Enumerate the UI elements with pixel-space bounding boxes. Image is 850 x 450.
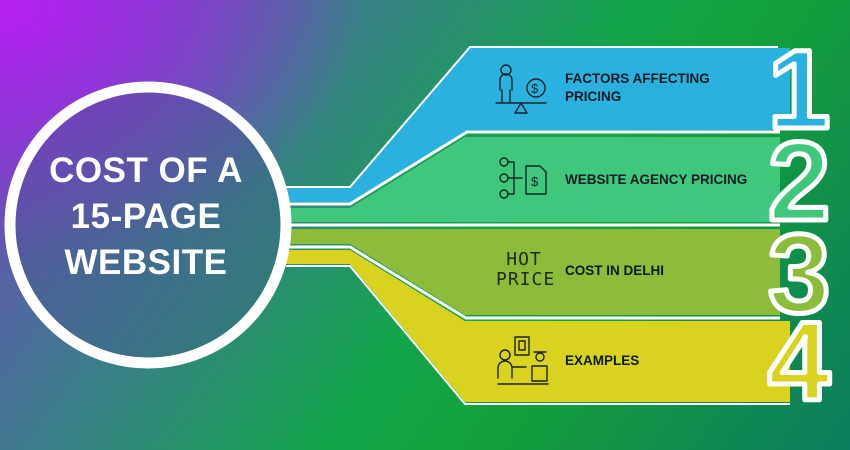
hot-price-line-2: PRICE [496,269,556,290]
customer-and-merchant-icon [497,336,549,385]
number-3: 3 [768,211,830,336]
number-4: 4 [768,299,830,424]
title-line-3: WEBSITE [64,243,228,282]
hot-price-text-icon: HOT PRICE [496,249,556,290]
item-1-label-line-1: FACTORS AFFECTING [565,71,710,86]
item-4-label-line-1: EXAMPLES [565,353,640,368]
item-1-label-line-2: PRICING [565,89,622,104]
band-2-connector [286,137,780,222]
svg-text:$: $ [531,81,539,96]
flow-to-dollar-document-icon: $ [499,157,547,199]
band-4-connector [286,250,790,402]
band-1-panel [470,48,790,130]
circle-title: COST OF A 15-PAGE WEBSITE [40,148,252,286]
title-line-2: 15-PAGE [70,197,222,236]
item-3-label: COST IN DELHI [565,262,664,280]
item-1-label: FACTORS AFFECTING PRICING [565,70,710,106]
number-2: 2 [768,119,830,244]
item-2-label: WEBSITE AGENCY PRICING [565,171,747,189]
person-with-dollar-on-scale-icon: $ [495,64,547,114]
item-3-label-line-1: COST IN DELHI [565,263,665,278]
item-4-label: EXAMPLES [565,352,639,370]
item-2-label-line-1: WEBSITE AGENCY PRICING [565,172,748,187]
svg-text:$: $ [531,174,539,189]
number-1: 1 [768,27,830,152]
band-3-connector [286,229,780,315]
title-circle [4,81,292,369]
hot-price-line-1: HOT [506,249,542,270]
title-line-1: COST OF A [49,151,243,190]
number-outlines: 1 2 3 4 [766,25,833,427]
